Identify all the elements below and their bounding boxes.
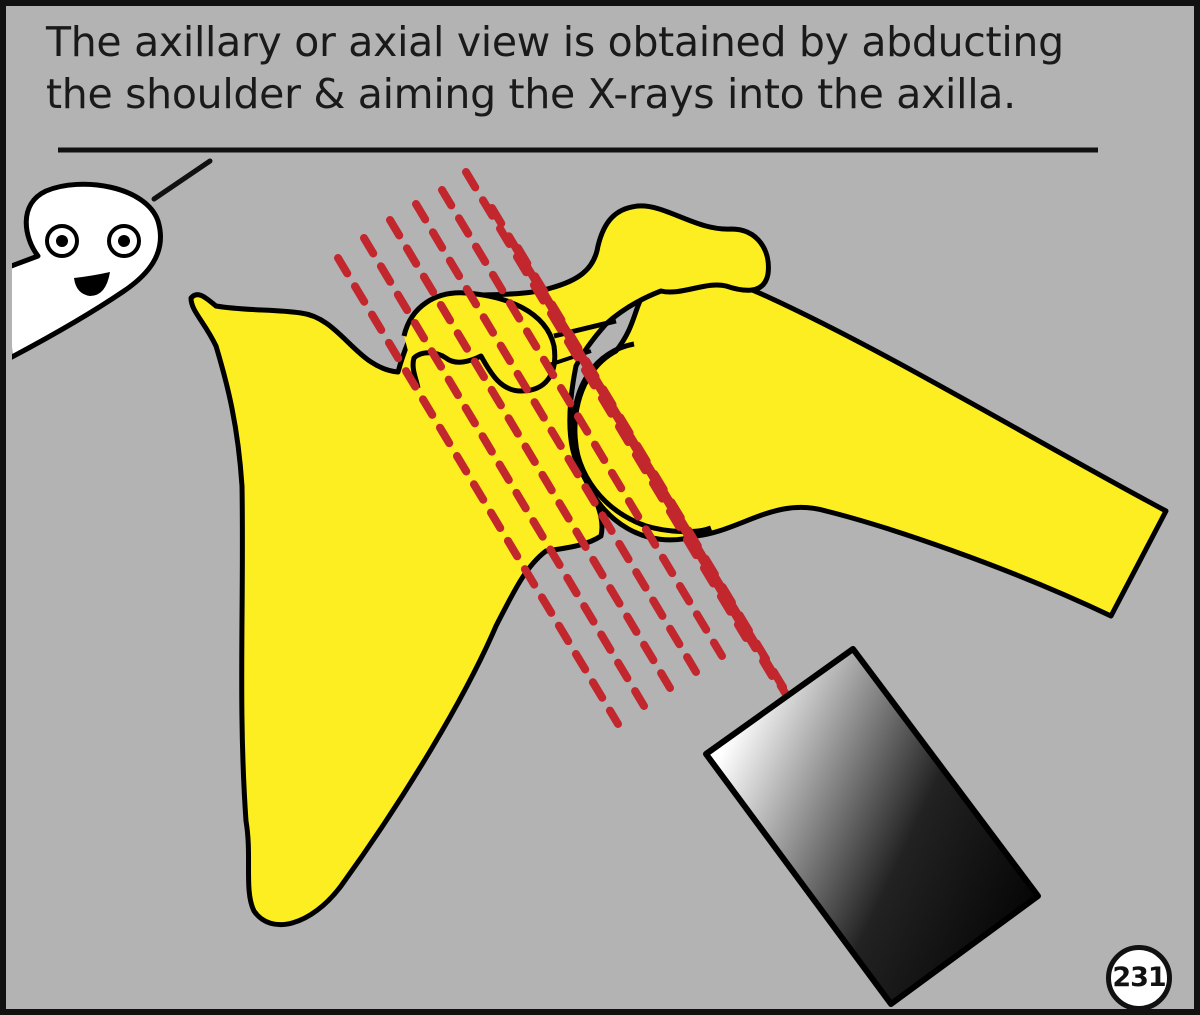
mascot-mouth bbox=[74, 272, 110, 296]
mascot-right-eye bbox=[107, 224, 141, 258]
page-number-badge: 231 bbox=[1106, 945, 1172, 1009]
mascot-left-eye bbox=[45, 224, 79, 258]
shoulder-diagram bbox=[12, 147, 1169, 1007]
caption-line-1: The axillary or axial view is obtained b… bbox=[46, 18, 1064, 66]
caption-line-2: the shoulder & aiming the X-rays into th… bbox=[46, 70, 1016, 118]
xray-beam bbox=[334, 168, 826, 758]
caption: The axillary or axial view is obtained b… bbox=[46, 16, 1186, 120]
speech-tick bbox=[151, 158, 213, 202]
mascot-character bbox=[12, 181, 163, 360]
xray-tube bbox=[703, 646, 1041, 1007]
